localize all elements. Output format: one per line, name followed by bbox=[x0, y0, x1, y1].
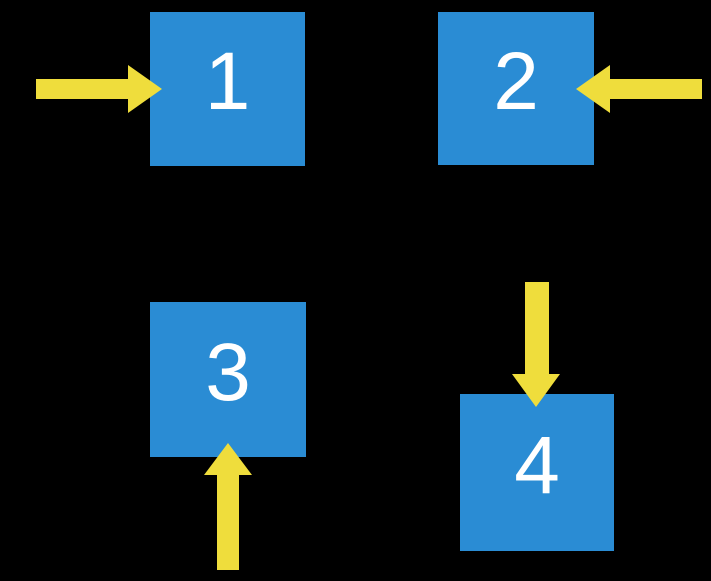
square-2-label: 2 bbox=[493, 35, 539, 127]
right-arrow-icon bbox=[36, 65, 162, 113]
square-3-label: 3 bbox=[205, 326, 251, 418]
square-2: 2 bbox=[438, 12, 594, 165]
square-1: 1 bbox=[150, 12, 305, 166]
left-arrow-icon bbox=[576, 65, 702, 113]
square-1-label: 1 bbox=[204, 36, 251, 127]
square-4-label: 4 bbox=[514, 419, 560, 511]
square-3: 3 bbox=[150, 302, 306, 457]
down-arrow-icon bbox=[512, 282, 560, 407]
up-arrow-icon bbox=[204, 443, 252, 570]
square-4: 4 bbox=[460, 394, 614, 551]
